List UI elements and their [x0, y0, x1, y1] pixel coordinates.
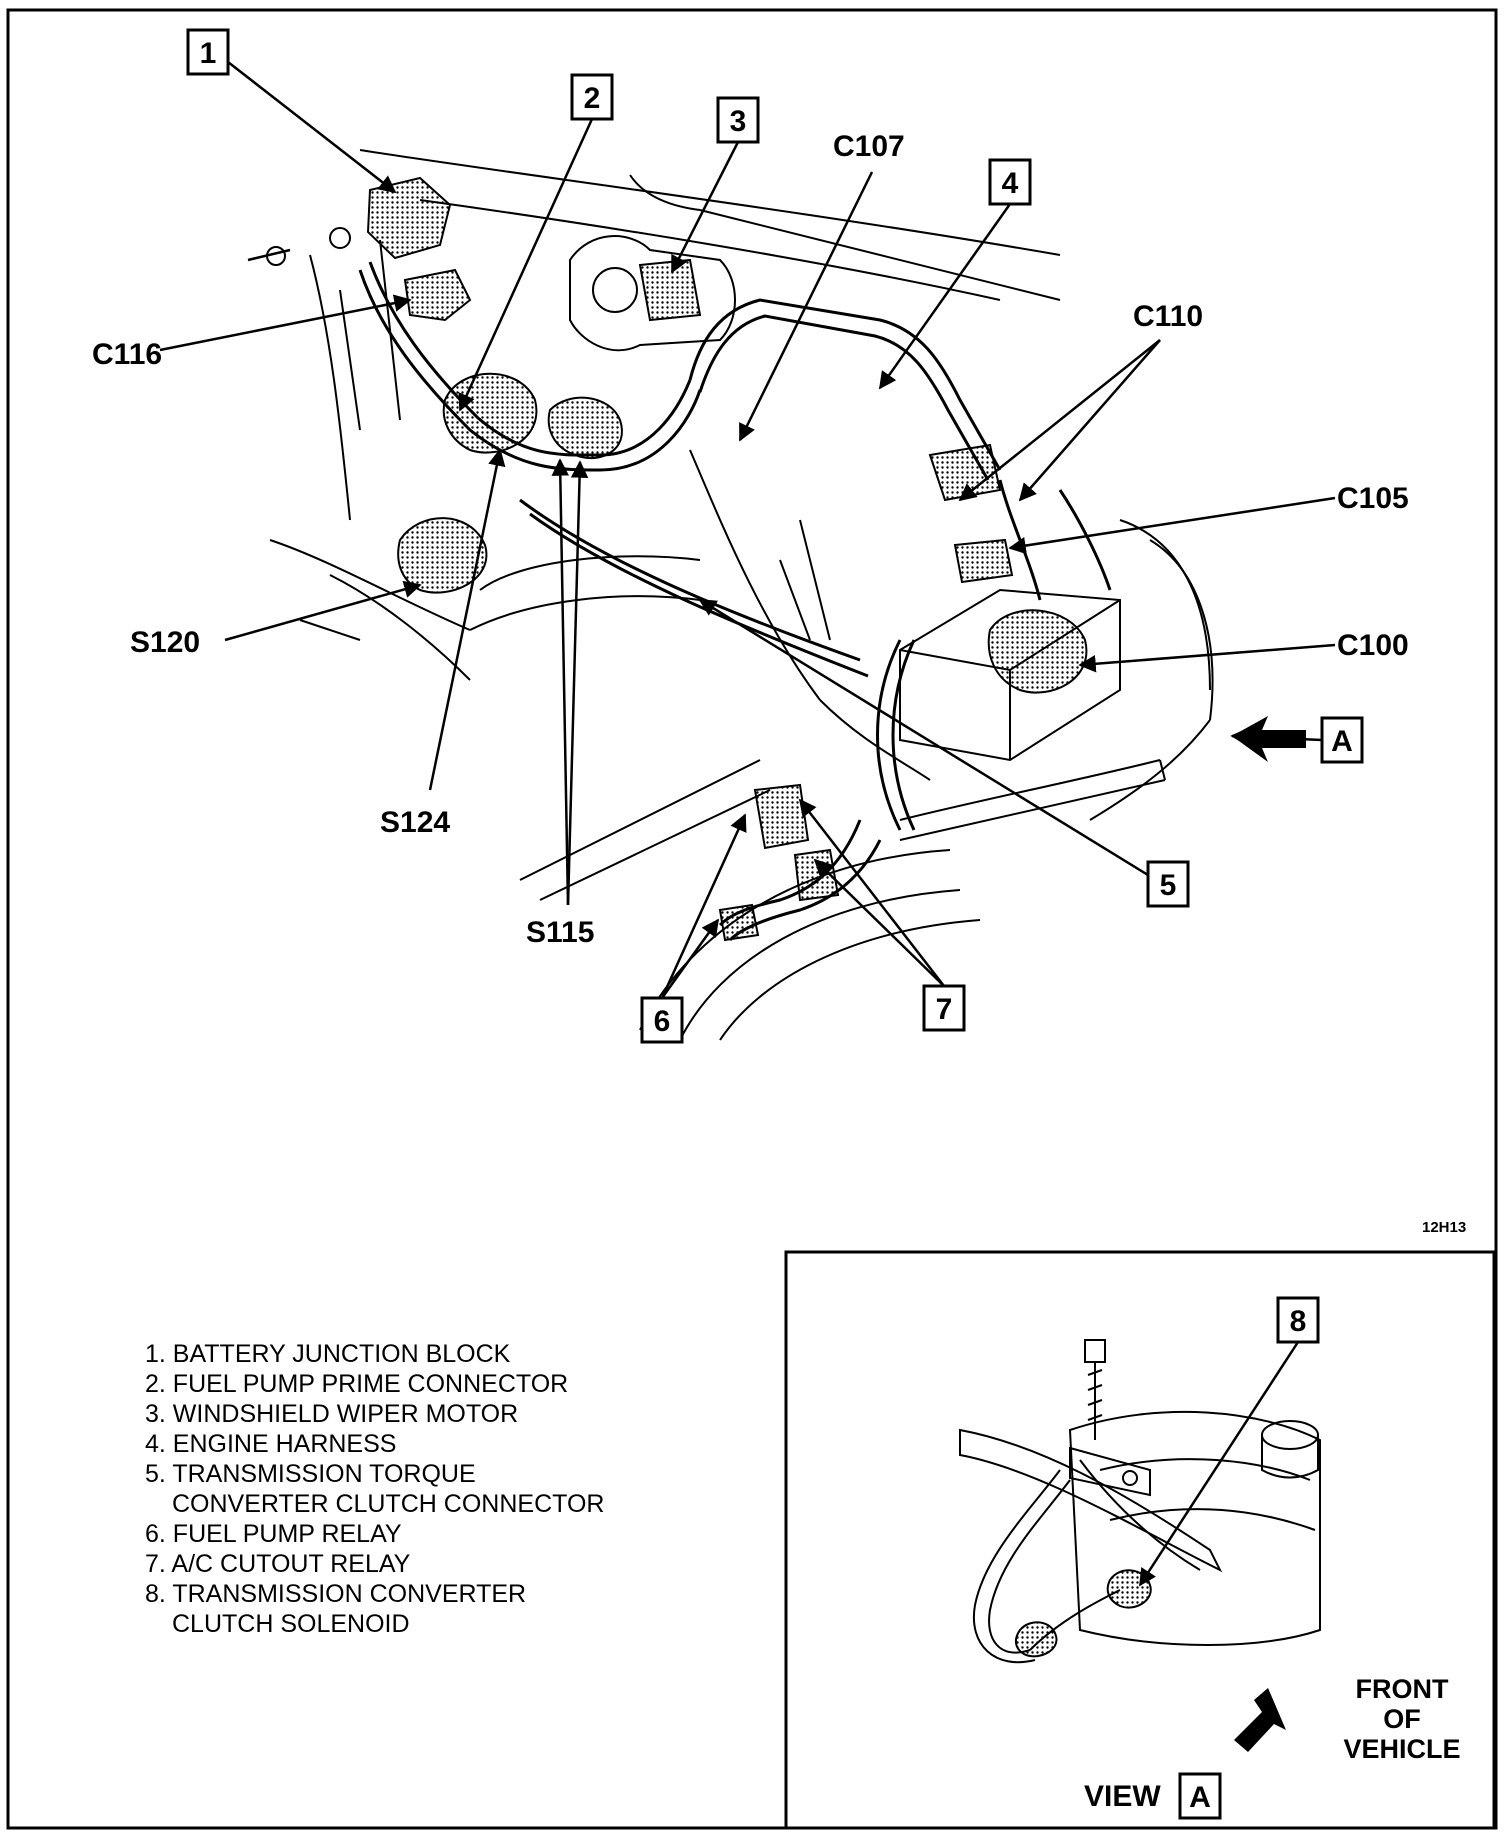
leader-lines — [159, 61, 1336, 999]
legend: 1. BATTERY JUNCTION BLOCK 2. FUEL PUMP P… — [145, 1340, 604, 1638]
svg-text:A: A — [1331, 725, 1353, 758]
legend-item-5: 5. TRANSMISSION TORQUE — [145, 1460, 476, 1488]
figure-code: 12H13 — [1422, 1219, 1466, 1236]
label-c100: C100 — [1337, 629, 1409, 662]
callout-1: 1 — [186, 28, 230, 76]
legend-item-1: 1. BATTERY JUNCTION BLOCK — [145, 1340, 511, 1368]
callout-6: 6 — [640, 996, 684, 1044]
inset-drawing — [959, 1339, 1321, 1664]
legend-item-8-cont: CLUTCH SOLENOID — [172, 1610, 410, 1638]
connector-shapes — [266, 176, 1088, 942]
callout-7: 7 — [922, 984, 966, 1032]
label-s124: S124 — [380, 806, 450, 839]
callout-3: 3 — [716, 96, 760, 144]
svg-text:5: 5 — [1160, 869, 1177, 902]
legend-item-8: 8. TRANSMISSION CONVERTER — [145, 1580, 526, 1608]
label-c107: C107 — [833, 130, 905, 163]
svg-text:1: 1 — [200, 37, 217, 70]
label-c105: C105 — [1337, 482, 1409, 515]
front-of-vehicle-arrow — [1234, 1688, 1286, 1752]
label-s120: S120 — [130, 626, 200, 659]
svg-text:7: 7 — [936, 993, 953, 1026]
front-of-vehicle-line-1: FRONT — [1356, 1674, 1449, 1704]
callout-8: 8 — [1276, 1296, 1320, 1344]
callout-2: 2 — [570, 73, 614, 121]
legend-item-4: 4. ENGINE HARNESS — [145, 1430, 396, 1458]
page-frame — [6, 8, 1498, 1830]
callout-5: 5 — [1146, 860, 1190, 908]
legend-item-3: 3. WINDSHIELD WIPER MOTOR — [145, 1400, 518, 1428]
inset-view-a: 8 FRONT OF VEHICLE VIEW A — [784, 1250, 1496, 1830]
harness-drawing — [358, 261, 1112, 942]
label-c110: C110 — [1133, 300, 1203, 333]
view-a-ref-box: A — [1178, 1772, 1222, 1820]
view-label: VIEW — [1084, 1780, 1161, 1813]
front-of-vehicle-line-3: VEHICLE — [1343, 1734, 1460, 1764]
svg-text:6: 6 — [654, 1005, 671, 1038]
svg-text:8: 8 — [1290, 1305, 1307, 1338]
svg-text:3: 3 — [730, 105, 747, 138]
legend-item-5-cont: CONVERTER CLUTCH CONNECTOR — [172, 1490, 604, 1518]
callout-a: A — [1320, 716, 1364, 764]
label-s115: S115 — [526, 916, 594, 949]
leader-8 — [1138, 1341, 1300, 1587]
callout-4: 4 — [988, 158, 1032, 206]
legend-item-2: 2. FUEL PUMP PRIME CONNECTOR — [145, 1370, 568, 1398]
legend-item-7: 7. A/C CUTOUT RELAY — [145, 1550, 411, 1578]
front-of-vehicle-line-2: OF — [1383, 1704, 1421, 1734]
svg-text:2: 2 — [584, 82, 601, 115]
legend-item-6: 6. FUEL PUMP RELAY — [145, 1520, 402, 1548]
svg-text:A: A — [1189, 1781, 1211, 1814]
svg-text:4: 4 — [1002, 167, 1019, 200]
label-c116: C116 — [92, 338, 162, 371]
view-a-direction-arrow — [1232, 716, 1306, 762]
